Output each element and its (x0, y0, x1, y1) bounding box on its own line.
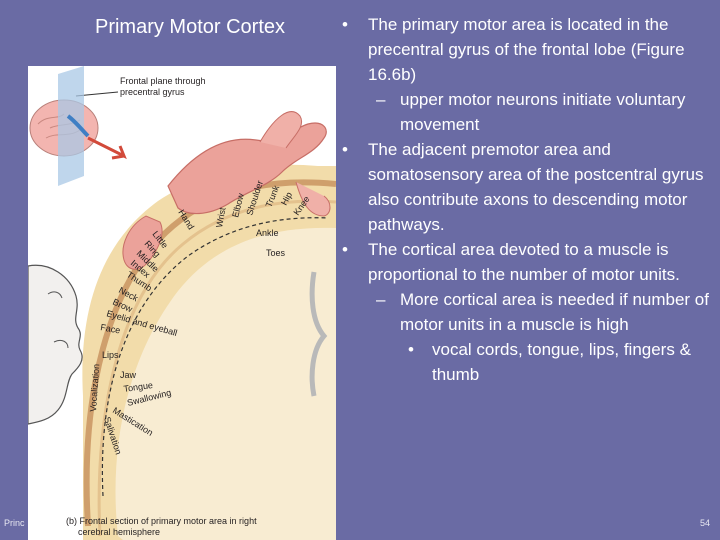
figure-caption-line-1: (b) Frontal section of primary motor are… (66, 516, 257, 526)
bullet-list: • The primary motor area is located in t… (336, 12, 716, 387)
bullet-text: The cortical area devoted to a muscle is… (368, 240, 680, 284)
bullet-text: The adjacent premotor area and somatosen… (368, 140, 703, 234)
callout-line-2: precentral gyrus (120, 87, 185, 97)
bullet-marker: • (342, 12, 348, 37)
figure-illustration: Frontal plane through precentral gyrus H… (28, 66, 336, 540)
bullet-text: More cortical area is needed if number o… (400, 290, 709, 334)
bullet-item: • The cortical area devoted to a muscle … (336, 237, 716, 287)
bullet-text: The primary motor area is located in the… (368, 15, 685, 84)
bullet-item: • The adjacent premotor area and somatos… (336, 137, 716, 237)
bullet-marker: • (408, 337, 414, 362)
bullet-text: vocal cords, tongue, lips, fingers & thu… (432, 340, 691, 384)
label-ankle: Ankle (256, 228, 279, 238)
callout-line-1: Frontal plane through (120, 76, 206, 86)
label-toes: Toes (266, 248, 286, 258)
figure-caption-line-2: cerebral hemisphere (78, 527, 160, 537)
motor-homunculus-figure: Frontal plane through precentral gyrus H… (28, 66, 336, 540)
label-jaw: Jaw (120, 370, 137, 380)
bullet-marker: – (376, 287, 385, 312)
slide-title: Primary Motor Cortex (60, 14, 320, 40)
bullet-item: • vocal cords, tongue, lips, fingers & t… (336, 337, 716, 387)
bullet-marker: • (342, 137, 348, 162)
bullet-marker: • (342, 237, 348, 262)
page-number: 54 (700, 518, 710, 528)
bullet-text: upper motor neurons initiate voluntary m… (400, 90, 685, 134)
bullet-item: • The primary motor area is located in t… (336, 12, 716, 87)
bullet-item: – upper motor neurons initiate voluntary… (336, 87, 716, 137)
footer-text: Princ (4, 518, 25, 528)
label-lips: Lips (102, 350, 119, 360)
bullet-marker: – (376, 87, 385, 112)
bullet-item: – More cortical area is needed if number… (336, 287, 716, 337)
